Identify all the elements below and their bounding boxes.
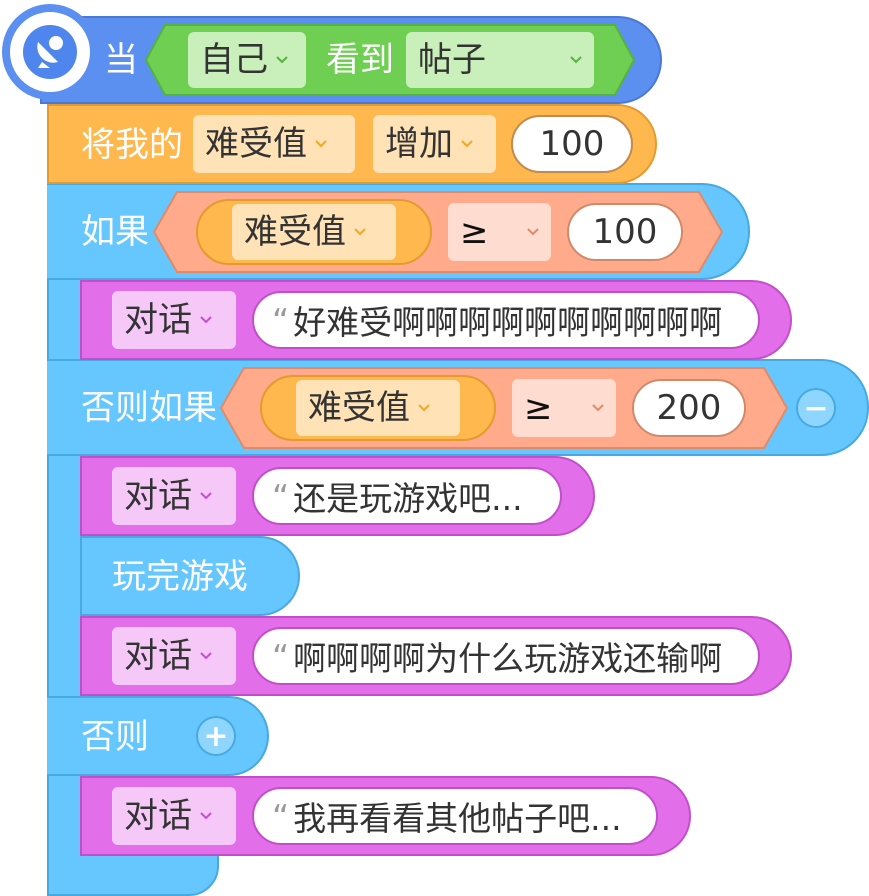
quote-open-icon: “	[272, 300, 290, 340]
say-dropdown-2[interactable]: 对话	[112, 467, 236, 525]
action-label: 看到	[326, 40, 394, 80]
play-game-label: 玩完游戏	[112, 557, 248, 597]
elseif-label: 否则如果	[81, 388, 217, 428]
object-dropdown[interactable]: 帖子	[406, 32, 594, 88]
plus-icon: +	[203, 718, 229, 754]
change-label: 将我的	[81, 125, 183, 165]
chevron-down-icon	[315, 140, 327, 148]
elseif-value-input[interactable]: 200	[632, 379, 746, 437]
say-dropdown-3[interactable]: 对话	[112, 627, 236, 685]
say-dropdown-4[interactable]: 对话	[112, 787, 236, 845]
subject-dropdown[interactable]: 自己	[188, 32, 306, 88]
chevron-down-icon	[200, 492, 212, 500]
amount-input[interactable]: 100	[511, 115, 633, 173]
satellite-dish-icon	[23, 25, 77, 79]
chevron-down-icon	[200, 812, 212, 820]
say-dropdown-1[interactable]: 对话	[112, 291, 236, 349]
minus-icon: −	[803, 390, 829, 426]
say-text-input-4[interactable]: “ 我再看看其他帖子吧...	[252, 787, 658, 845]
if-value-input[interactable]: 100	[567, 203, 683, 261]
say-text-input-3[interactable]: “ 啊啊啊啊为什么玩游戏还输啊	[252, 627, 760, 685]
if-compare-dropdown[interactable]: ≥	[448, 203, 551, 261]
elseif-variable-dropdown[interactable]: 难受值	[296, 380, 460, 436]
operation-dropdown[interactable]: 增加	[373, 115, 496, 173]
quote-open-icon: “	[272, 796, 290, 836]
variable-dropdown[interactable]: 难受值	[193, 115, 355, 173]
if-variable-dropdown[interactable]: 难受值	[232, 204, 396, 260]
chevron-down-icon	[418, 404, 430, 412]
chevron-down-icon	[592, 404, 604, 412]
chevron-down-icon	[570, 56, 582, 64]
play-game-block[interactable]	[80, 536, 300, 616]
event-icon-circle	[2, 4, 98, 100]
elseif-compare-dropdown[interactable]: ≥	[512, 379, 616, 437]
if-label: 如果	[81, 212, 149, 252]
else-label: 否则	[81, 717, 149, 757]
chevron-down-icon	[200, 316, 212, 324]
chevron-down-icon	[200, 652, 212, 660]
remove-branch-button[interactable]: −	[796, 388, 836, 428]
chevron-down-icon	[276, 56, 288, 64]
add-branch-button[interactable]: +	[196, 716, 236, 756]
chevron-down-icon	[461, 140, 473, 148]
event-label: 当	[104, 40, 138, 80]
quote-open-icon: “	[272, 476, 290, 516]
chevron-down-icon	[527, 228, 539, 236]
chevron-down-icon	[354, 228, 366, 236]
say-text-input-2[interactable]: “ 还是玩游戏吧...	[252, 467, 562, 525]
say-text-input-1[interactable]: “ 好难受啊啊啊啊啊啊啊啊啊啊	[252, 291, 760, 349]
quote-open-icon: “	[272, 636, 290, 676]
